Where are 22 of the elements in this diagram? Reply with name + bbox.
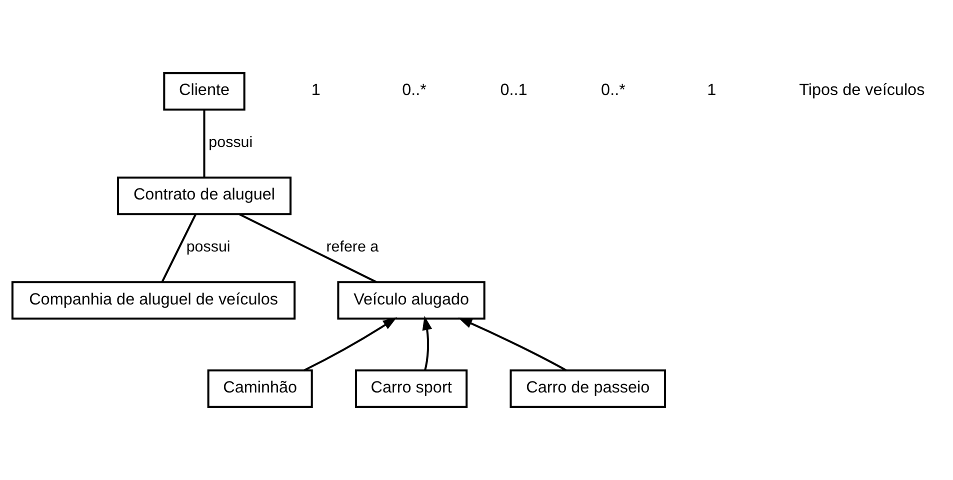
label: 0..1 (500, 81, 528, 100)
node-box: Veículo alugado (337, 281, 486, 320)
edge-label: possui (208, 134, 253, 152)
arrow (304, 317, 398, 372)
node-box: Cliente (163, 72, 246, 111)
label: Tipos de veículos (799, 81, 925, 100)
node-box: Contrato de aluguel (117, 176, 292, 216)
node-box: Caminhão (207, 369, 313, 408)
connector (161, 214, 197, 282)
label: 1 (707, 81, 716, 100)
connector (203, 110, 206, 178)
edge-label: possui (186, 238, 230, 256)
connector (238, 213, 377, 283)
label: 0..* (402, 81, 427, 100)
node-box: Companhia de aluguel de veículos (11, 281, 296, 320)
node-box: Carro de passeio (510, 369, 666, 408)
label: 0..* (601, 81, 626, 100)
arrow (422, 316, 432, 370)
edge-label: refere a (326, 238, 379, 256)
arrow (458, 318, 567, 372)
node-box: Carro sport (354, 369, 468, 408)
label: 1 (311, 81, 320, 100)
